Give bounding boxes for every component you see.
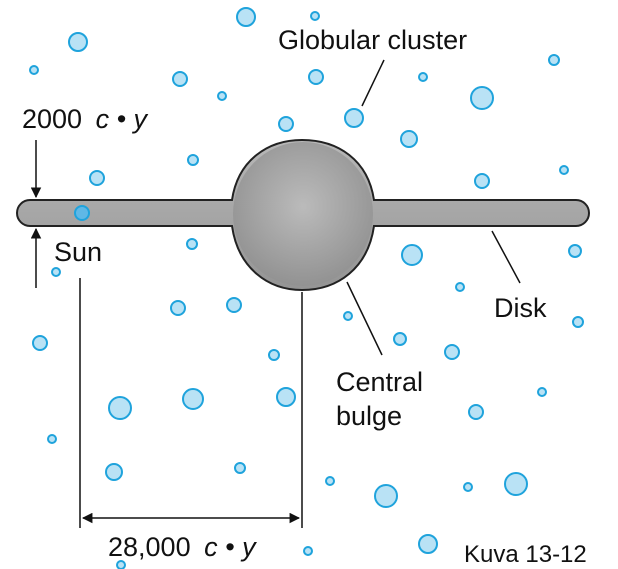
galaxy-shape [16,138,590,292]
globular-cluster-leader [361,59,385,107]
central-bulge-label-line2: bulge [336,401,402,431]
sun-to-center-dimension [79,278,303,528]
central-bulge-label-line1: Central [336,367,423,397]
globular-cluster-dot [303,546,313,556]
distance-label: 28,000 c • y [108,532,257,562]
globular-cluster-dots [29,7,584,569]
globular-cluster-label: Globular cluster [278,25,467,55]
globular-cluster-dot [374,484,398,508]
sun-label: Sun [54,237,102,267]
globular-cluster-dot [47,434,57,444]
globular-cluster-dot [108,396,132,420]
globular-cluster-dot [418,72,428,82]
globular-cluster-dot [308,69,324,85]
globular-cluster-dot [470,86,494,110]
globular-cluster-dot [89,170,105,186]
globular-cluster-dot [236,7,256,27]
globular-cluster-dot [468,404,484,420]
globular-cluster-dot [186,238,198,250]
globular-cluster-dot [310,11,320,21]
globular-cluster-dot [325,476,335,486]
globular-cluster-dot [344,108,364,128]
globular-cluster-dot [568,244,582,258]
globular-cluster-dot [172,71,188,87]
globular-cluster-dot [105,463,123,481]
globular-cluster-dot [474,173,490,189]
globular-cluster-dot [401,244,423,266]
globular-cluster-dot [116,560,126,569]
distance-unit: c • y [204,532,257,562]
globular-cluster-dot [68,32,88,52]
globular-cluster-dot [29,65,39,75]
globular-cluster-dot [548,54,560,66]
globular-cluster-dot [278,116,294,132]
globular-cluster-dot [537,387,547,397]
globular-cluster-dot [343,311,353,321]
globular-cluster-dot [276,387,296,407]
globular-cluster-dot [393,332,407,346]
globular-cluster-dot [187,154,199,166]
globular-cluster-dot [170,300,186,316]
disk-thickness-label: 2000 c • y [22,104,149,134]
globular-cluster-dot [400,130,418,148]
central-bulge-shading [233,142,373,286]
globular-cluster-dot [268,349,280,361]
central-bulge-leader [346,281,383,356]
globular-cluster-dot [234,462,246,474]
disk-leader [491,230,521,284]
globular-cluster-dot [32,335,48,351]
distance-number: 28,000 [108,532,191,562]
figure-caption: Kuva 13-12 [464,541,587,568]
disk-thickness-number: 2000 [22,104,82,134]
globular-cluster-dot [217,91,227,101]
globular-cluster-dot [444,344,460,360]
globular-cluster-dot [572,316,584,328]
globular-cluster-dot [418,534,438,554]
sun-marker [74,205,90,221]
globular-cluster-dot [51,267,61,277]
globular-cluster-dot [559,165,569,175]
globular-cluster-dot [182,388,204,410]
globular-cluster-dot [504,472,528,496]
disk-thickness-unit: c • y [96,104,149,134]
globular-cluster-dot [463,482,473,492]
globular-cluster-dot [226,297,242,313]
disk-label: Disk [494,293,547,323]
globular-cluster-dot [455,282,465,292]
